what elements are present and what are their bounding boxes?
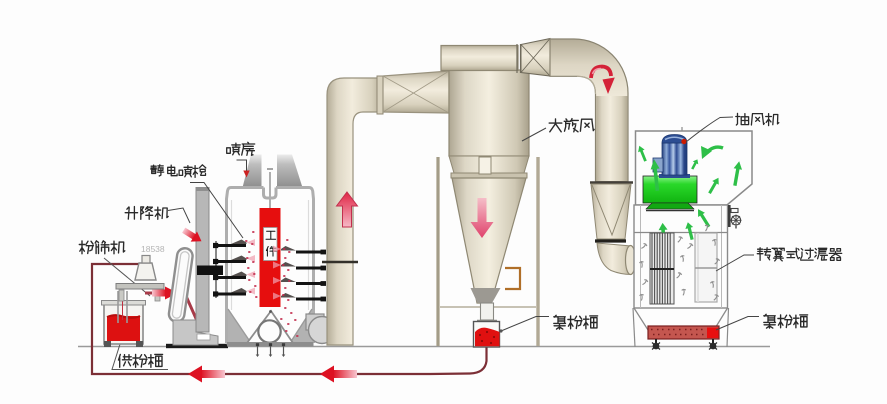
- svg-text:18538: 18538: [141, 244, 165, 254]
